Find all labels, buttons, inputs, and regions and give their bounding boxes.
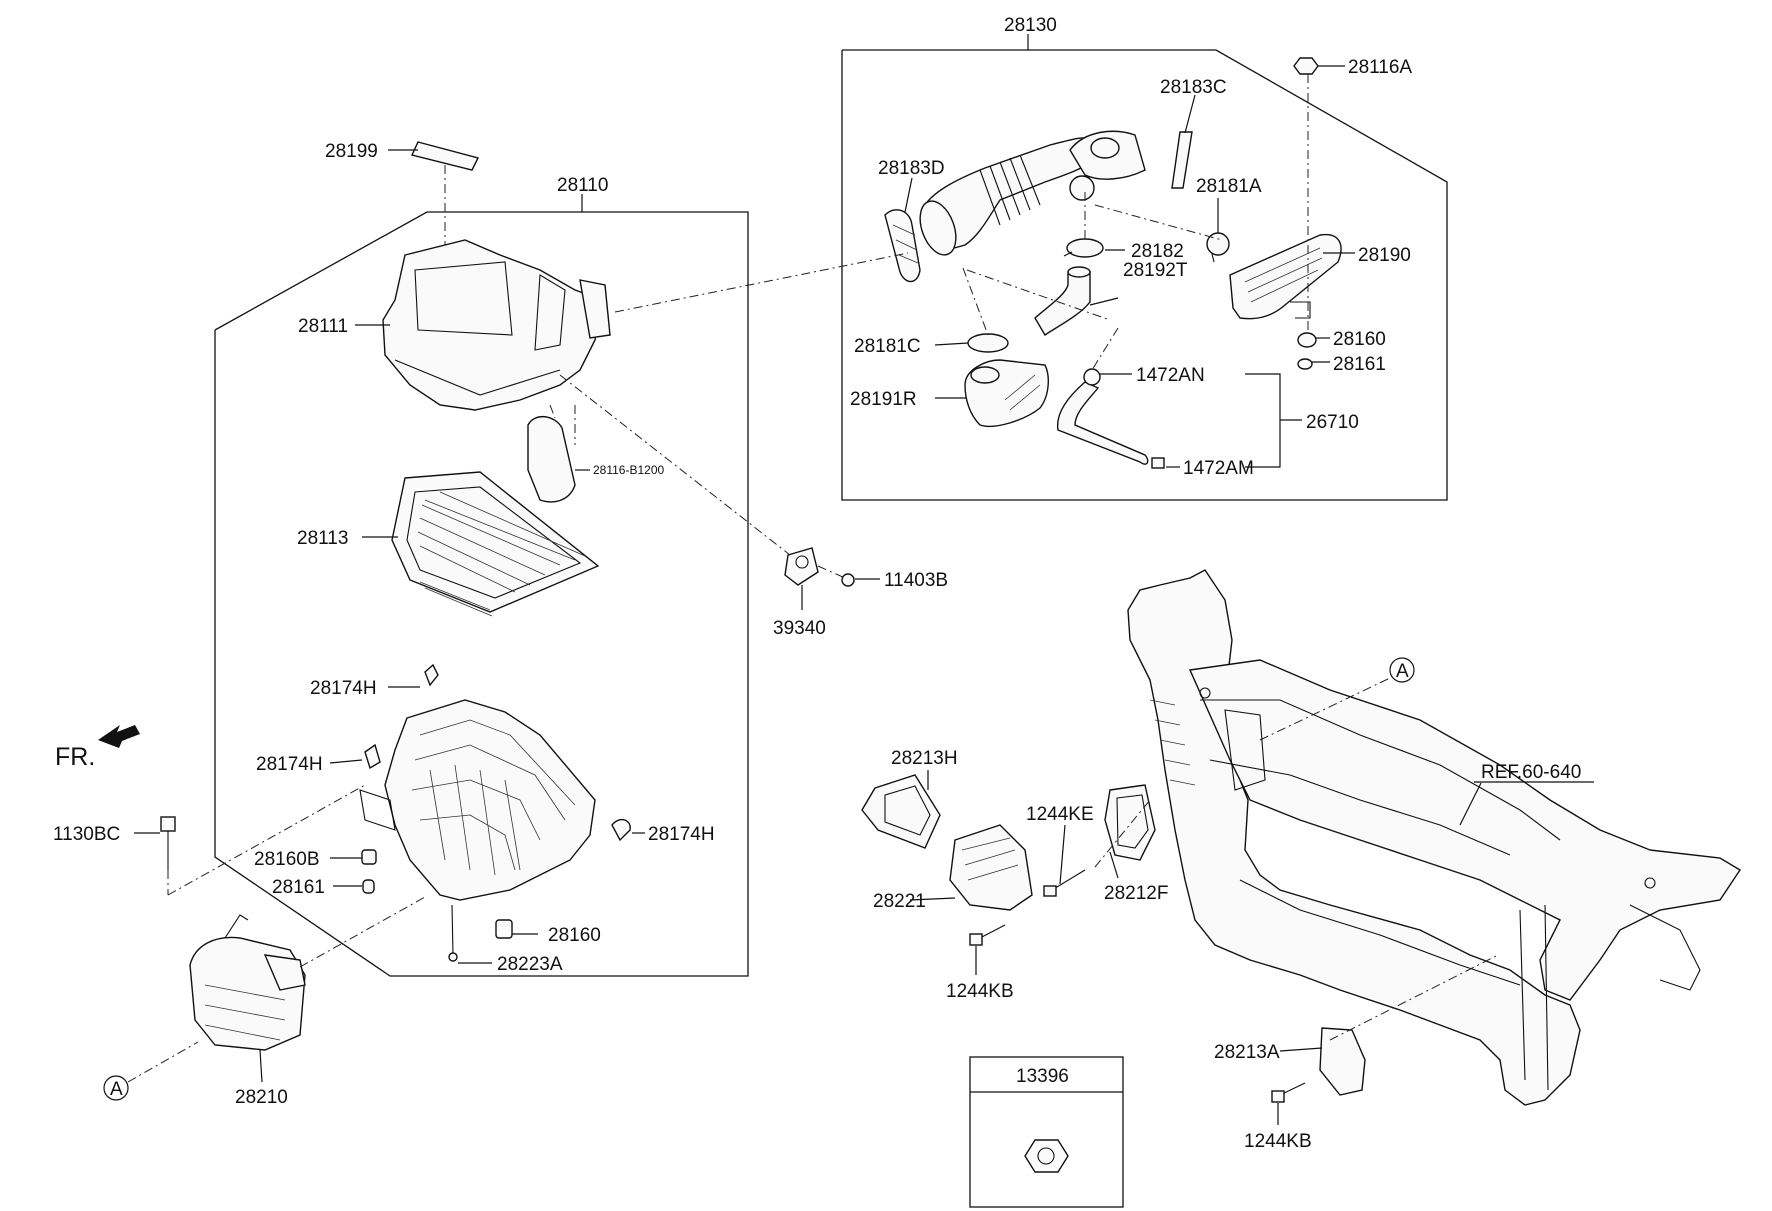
clamp-ring-28183D [884,209,921,283]
label-1472AM: 1472AM [1183,458,1254,479]
label-28161-top: 28161 [1333,354,1386,375]
label-13396: 13396 [1016,1066,1069,1087]
label-1472AN: 1472AN [1136,365,1205,386]
ref-circle-a-top [1389,657,1415,683]
label-26710: 26710 [1306,412,1359,433]
label-28116A: 28116A [1348,57,1412,78]
breather-hose-26710 [1056,368,1165,469]
front-arrow-icon [98,725,140,748]
ref-circle-a-top-letter: A [1396,661,1409,682]
grommet-28161-top [1297,358,1313,370]
label-1244KB-b: 1244KB [1244,1131,1312,1152]
label-39340: 39340 [773,618,826,639]
label-1244KB-a: 1244KB [946,981,1014,1002]
label-28210: 28210 [235,1087,288,1108]
group-box-28130 [841,34,1448,501]
strap-28183C [1171,131,1193,189]
duct-28210 [189,914,306,1051]
label-28213H: 28213H [891,748,958,769]
label-28191R: 28191R [850,389,917,410]
screw-leader [817,565,846,579]
duct-28221 [949,824,1033,911]
leader-lines [134,65,1594,1125]
bracket-28212F [1104,784,1156,861]
ref-circle-a-bottom-letter: A [110,1079,123,1100]
radiator-support-frame [1094,569,1741,1106]
grommet-28161-mid [362,879,375,894]
clip-28174H-a [424,663,439,687]
clamp-28181A [1206,232,1230,263]
label-28111: 28111 [298,316,348,337]
nut-box-13396 [969,1056,1124,1208]
label-28181C: 28181C [854,336,921,357]
resonator-28191R [964,359,1049,427]
cover-28190 [1229,233,1342,320]
bolt-1244KE [1043,869,1086,897]
clamp-28182 [1063,238,1104,258]
cover-28111 [382,239,611,411]
label-28182: 28182 [1131,241,1184,262]
filter-28113 [391,471,600,617]
bolt-1130BC [160,784,366,896]
hose-28192T [1034,266,1091,336]
label-28174H-c: 28174H [648,824,715,845]
screw-11403B [841,573,855,587]
label-28113: 28113 [297,528,348,549]
nut-28116A [1293,57,1319,75]
intake-hose [919,130,1146,256]
sensor-leader [559,374,791,556]
ref-circle-a-bottom [103,1075,129,1101]
label-28183D: 28183D [878,158,945,179]
label-28221: 28221 [873,891,926,912]
drain-28223A [448,904,458,962]
sensor-39340 [784,547,819,586]
clip-28174H-c [611,818,631,842]
label-28181A: 28181A [1196,176,1262,197]
bolt-1244KB-a [969,924,1006,946]
label-28183C: 28183C [1160,77,1227,98]
label-28160B: 28160B [254,849,320,870]
bracket-28213A [1319,1027,1366,1096]
group-box-28110 [214,194,749,977]
label-28223A: 28223A [497,954,563,975]
label-1130BC: 1130BC [53,824,120,845]
label-28190: 28190 [1358,245,1411,266]
grommet-28160-mid [495,919,513,939]
label-28161-mid: 28161 [272,877,325,898]
label-28110: 28110 [557,175,608,196]
clip-28174H-b [364,743,381,770]
grommet-28160B [361,849,377,865]
duct-box-leader [299,896,426,968]
clamp-28181C [967,333,1009,353]
label-28160-top: 28160 [1333,329,1386,350]
grommet-28160-top [1297,332,1317,348]
label-28212F: 28212F [1104,883,1168,904]
label-28199: 28199 [325,141,378,162]
label-28213A: 28213A [1214,1042,1280,1063]
label-28160-mid: 28160 [548,925,601,946]
label-28174H-a: 28174H [310,678,377,699]
ref-label: REF.60-640 [1481,762,1581,783]
bracket-28116-b1200 [527,404,576,503]
label-28116-b1200: 28116-B1200 [593,463,665,477]
ref-a-leader-bottom [127,1041,199,1083]
duct-28213H [861,774,941,849]
dash-lines-top [614,74,1309,371]
front-label: FR. [55,743,95,771]
label-28192T: 28192T [1123,260,1188,281]
label-1244KE: 1244KE [1026,804,1094,825]
label-28174H-b: 28174H [256,754,323,775]
lower-box-28110 [359,699,596,901]
label-28199 [411,141,480,290]
bolt-1244KB-b [1271,1082,1306,1103]
label-11403B: 11403B [884,570,948,591]
label-28130: 28130 [1004,15,1057,36]
